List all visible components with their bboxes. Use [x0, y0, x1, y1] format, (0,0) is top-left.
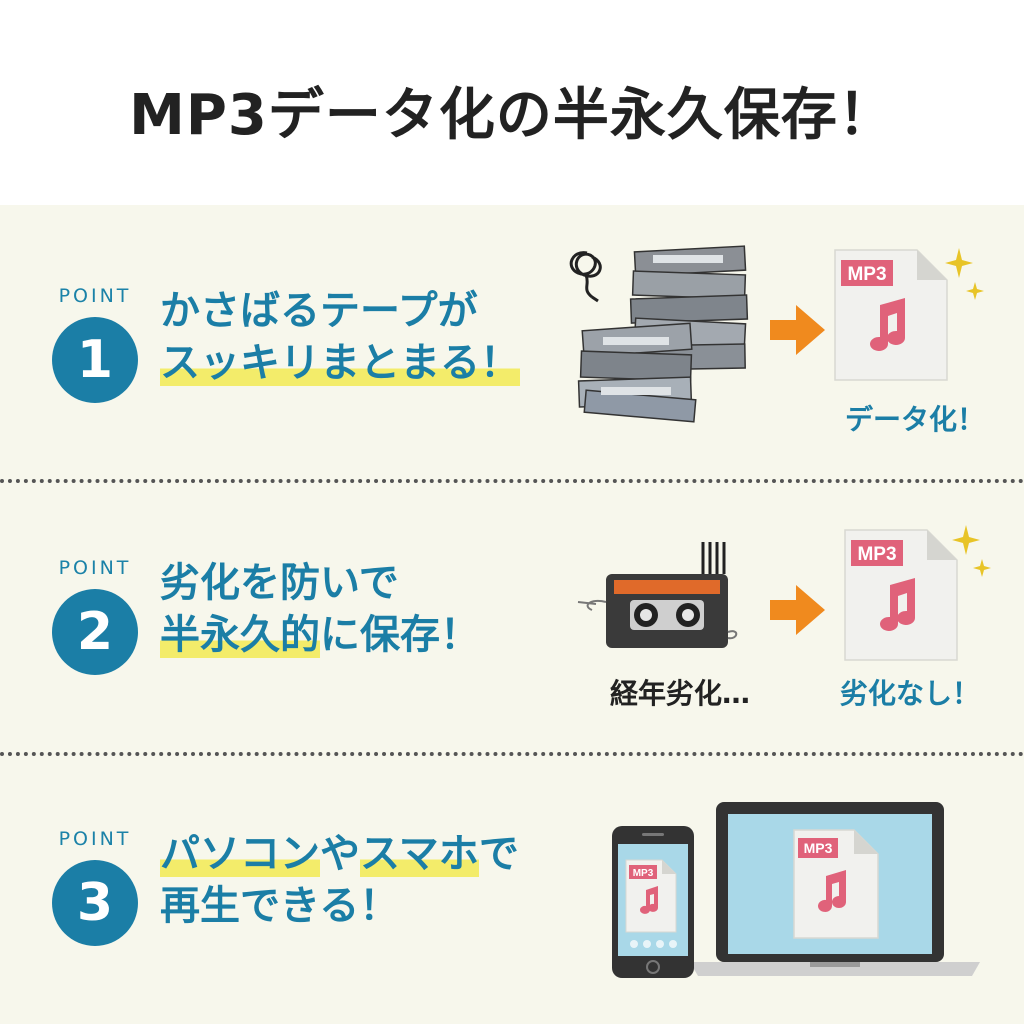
divider-2: [0, 752, 1024, 756]
point-1-label: POINT: [58, 285, 132, 307]
mp3-file-label: MP3: [847, 264, 886, 285]
point-2-line2-highlight: 半永久的: [160, 612, 320, 658]
point-3-line1-highlight-b: スマホ: [360, 831, 479, 877]
point-2-line2: 半永久的に保存！: [160, 609, 480, 661]
mp3-file-label: MP3: [804, 840, 833, 856]
laptop-icon: MP3: [690, 802, 980, 976]
mp3-file-icon: MP3: [834, 249, 948, 381]
point-1-headline: かさばるテープが スッキリまとまる！: [160, 285, 520, 389]
point-1-caption: データ化！: [845, 403, 986, 436]
point-3-line1-rest: で: [478, 831, 519, 877]
point-1-number: 1: [52, 317, 138, 403]
tangled-tape-icon: [569, 251, 602, 303]
sparkle-icon: [952, 525, 991, 577]
divider-1: [0, 479, 1024, 483]
cassette-pile-image: [577, 245, 749, 423]
point-2-caption-left: 経年劣化…: [610, 677, 751, 710]
point-3-line1-highlight-a: パソコン: [160, 831, 320, 877]
mp3-file-label: MP3: [857, 544, 896, 565]
point-3-line1: パソコンやスマホで: [160, 828, 519, 880]
mp3-file-label: MP3: [633, 868, 654, 879]
point-3-label: POINT: [58, 828, 132, 850]
point-1-line1: かさばるテープが: [160, 288, 478, 334]
mp3-file-icon: MP3: [625, 859, 677, 933]
arrow-right-icon: [770, 305, 825, 355]
point-3-line2: 再生できる！: [160, 883, 400, 929]
point-1-line2-text: スッキリまとまる！: [160, 340, 520, 386]
point-2-line1: 劣化を防いで: [160, 560, 399, 606]
point-2-caption-right: 劣化なし！: [840, 677, 981, 710]
point-2-headline: 劣化を防いで 半永久的に保存！: [160, 557, 480, 661]
mp3-file-icon: MP3: [844, 529, 958, 661]
old-cassette-icon: [577, 542, 738, 648]
sparkle-icon: [945, 248, 984, 300]
page-title: MP3データ化の半永久保存！: [129, 83, 895, 148]
point-2-line2-rest: に保存！: [320, 612, 480, 658]
arrow-right-icon: [770, 585, 825, 635]
point-2-number: 2: [52, 589, 138, 675]
point-3-headline: パソコンやスマホで 再生できる！: [160, 828, 519, 932]
smartphone-icon: MP3: [612, 826, 694, 978]
point-1-line2: スッキリまとまる！: [160, 337, 520, 389]
mp3-file-icon: MP3: [793, 829, 879, 939]
point-3-line1-mid: や: [320, 831, 360, 877]
point-3-number: 3: [52, 860, 138, 946]
point-2-label: POINT: [58, 557, 132, 579]
